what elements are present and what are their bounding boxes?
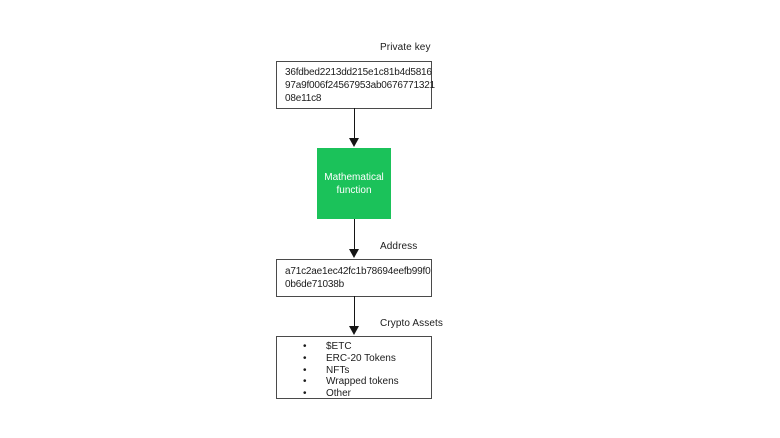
private-key-hex-line-3: 08e11c8 — [285, 93, 322, 104]
bullet-icon: • — [303, 388, 307, 400]
address-hex-line-2: 0b6de71038b — [285, 279, 344, 290]
private-key-hex-line-1: 36fdbed2213dd215e1c81b4d5816 — [285, 67, 432, 78]
arrow-down-icon — [349, 326, 360, 335]
private-key-label: Private key — [380, 42, 431, 53]
asset-list-item-label: Wrapped tokens — [326, 376, 399, 388]
private-key-box: 36fdbed2213dd215e1c81b4d5816 97a9f006f24… — [276, 61, 435, 109]
mathematical-function-label-line-1: Mathematical — [324, 171, 384, 183]
asset-list-item: • NFTs — [277, 365, 431, 377]
mathematical-function-box: Mathematical function — [317, 148, 391, 219]
arrow-down-icon — [349, 249, 360, 258]
arrow-down-icon — [349, 138, 360, 147]
mathematical-function-label-line-2: function — [336, 184, 372, 196]
bullet-icon: • — [303, 352, 307, 364]
crypto-assets-label: Crypto Assets — [380, 318, 443, 329]
arrow-address-to-assets-line — [353, 296, 355, 327]
asset-list-item-label: $ETC — [326, 341, 352, 352]
bullet-icon: • — [303, 364, 307, 376]
asset-list-item-label: NFTs — [326, 364, 350, 376]
arrow-private-key-to-function-line — [353, 108, 355, 140]
asset-list-item: • Wrapped tokens — [277, 376, 431, 388]
bullet-icon: • — [303, 341, 307, 352]
address-box: a71c2ae1ec42fc1b78694eefb99f0 0b6de71038… — [276, 259, 432, 297]
arrow-function-to-address-line — [353, 219, 355, 251]
private-key-hex-line-2: 97a9f006f24567953ab0676771321 — [285, 80, 435, 91]
address-hex-line-1: a71c2ae1ec42fc1b78694eefb99f0 — [285, 266, 431, 277]
crypto-assets-box: • $ETC • ERC-20 Tokens • NFTs • Wrapped … — [276, 336, 432, 399]
asset-list-item: • $ETC — [277, 341, 431, 353]
bullet-icon: • — [303, 376, 307, 388]
asset-list-item-label: Other — [326, 388, 352, 400]
address-label: Address — [380, 241, 418, 252]
asset-list-item: • Other — [277, 388, 431, 400]
asset-list-item: • ERC-20 Tokens — [277, 353, 431, 365]
asset-list-item-label: ERC-20 Tokens — [326, 352, 396, 364]
